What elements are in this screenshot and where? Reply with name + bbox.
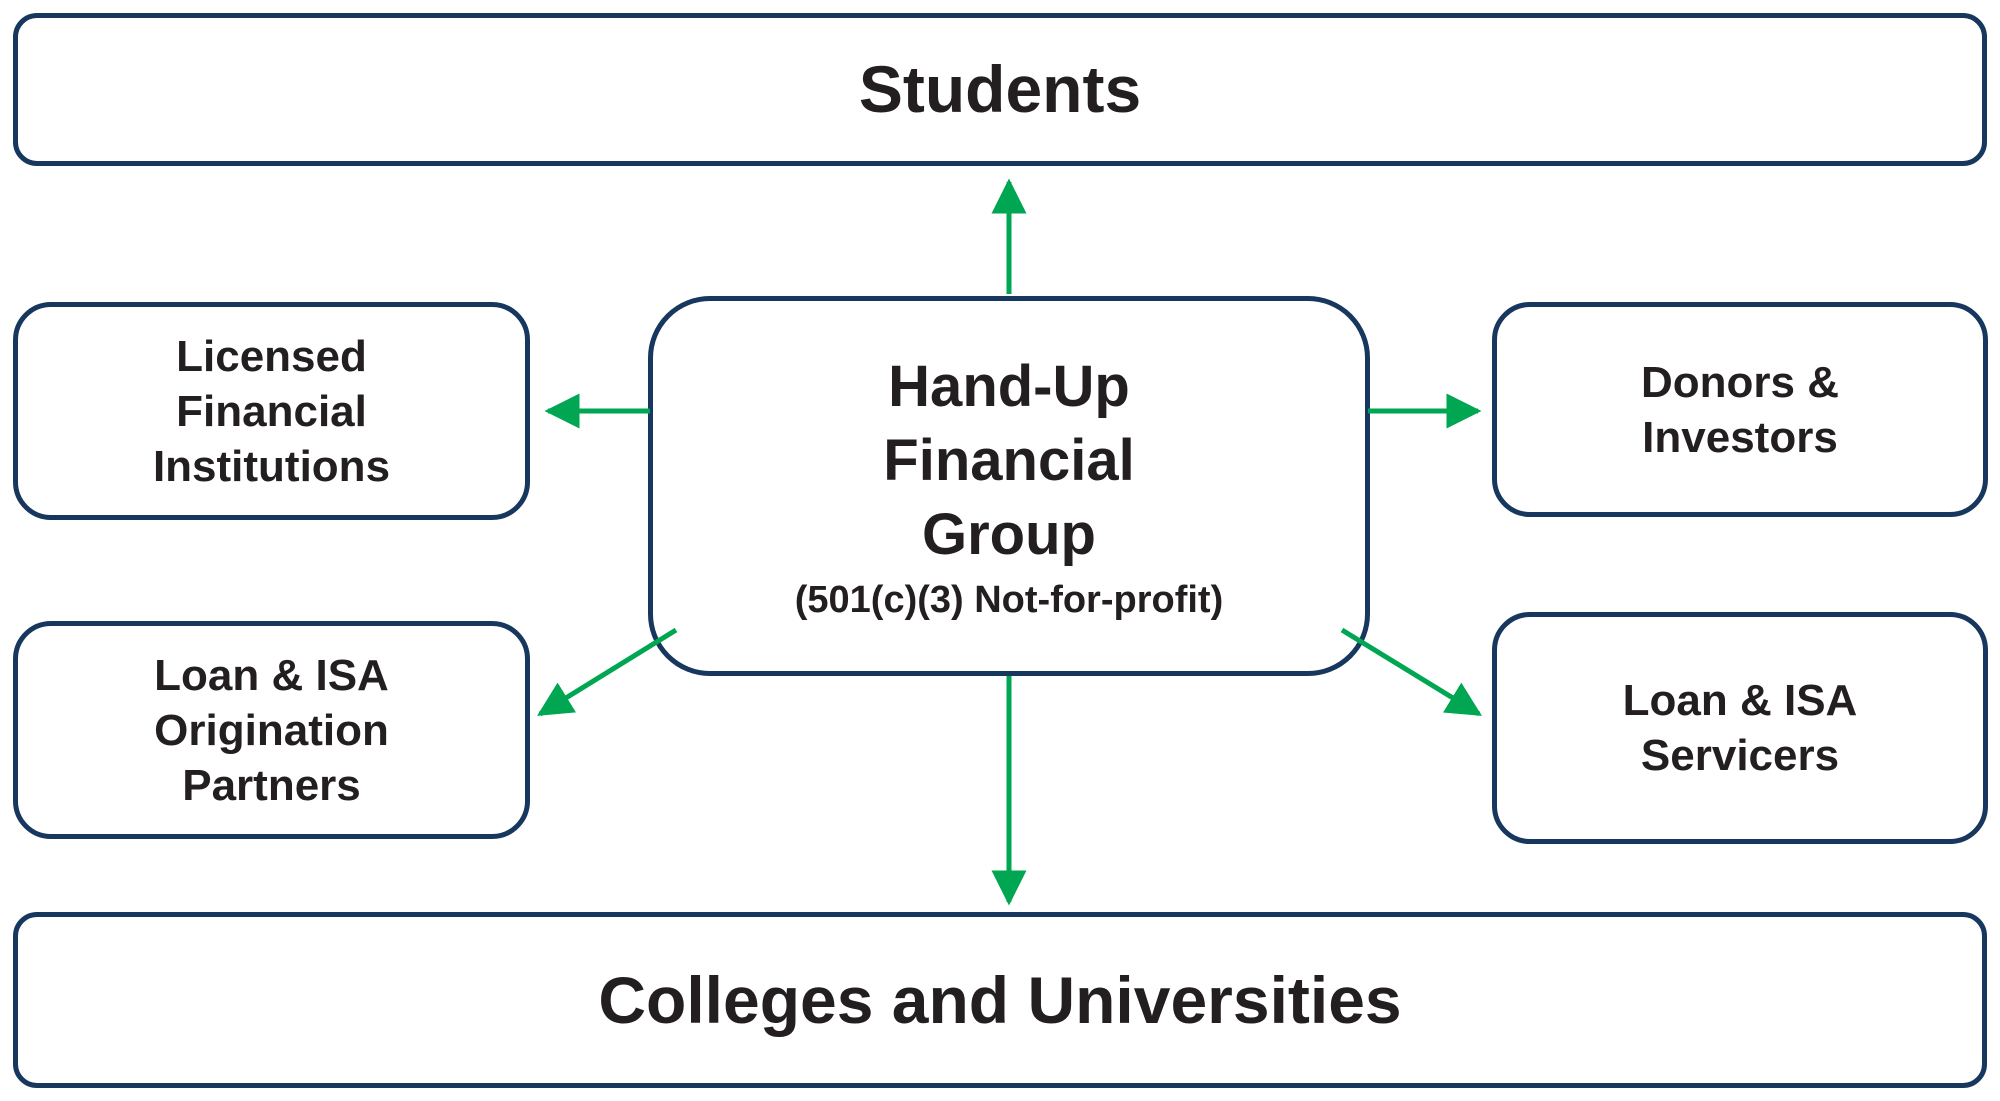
donors-investors-label: Donors & Investors [1641,357,1839,462]
loan-isa-origination-partners-box: Loan & ISA Origination Partners [13,621,530,839]
licensed-financial-institutions-label: Licensed Financial Institutions [152,331,391,491]
loan-isa-servicers-label: Loan & ISA Servicers [1622,676,1858,780]
colleges-universities-box: Colleges and Universities [13,912,1987,1088]
donors-investors-box: Donors & Investors [1492,302,1988,517]
students-label: Students [858,52,1142,127]
loan-isa-origination-partners-label: Loan & ISA Origination Partners [154,650,389,810]
colleges-universities-label: Colleges and Universities [598,962,1402,1037]
licensed-financial-institutions-box: Licensed Financial Institutions [13,302,530,520]
students-box: Students [13,13,1987,166]
hand-up-financial-group-subtitle: (501(c)(3) Not-for-profit) [794,578,1224,621]
loan-isa-servicers-box: Loan & ISA Servicers [1492,612,1988,844]
hand-up-financial-group-box: Hand-Up Financial Group (501(c)(3) Not-f… [648,296,1370,676]
hand-up-financial-group-title: Hand-Up Financial Group [883,353,1135,568]
